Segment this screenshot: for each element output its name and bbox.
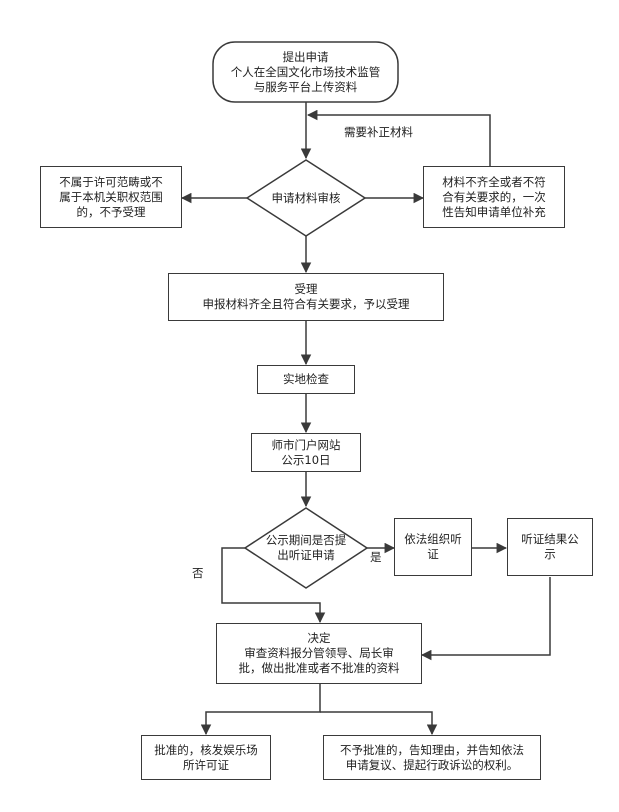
decision-line-2: 审查资料报分管领导、局长审 [244, 646, 394, 660]
hearing-result-box: 听证结果公 示 [507, 518, 593, 576]
publicize-line-1: 师市门户网站 [271, 437, 341, 452]
arrow-decision-to-deny [320, 711, 438, 736]
publicize-box: 师市门户网站 公示10日 [251, 433, 361, 472]
hearing-line-1: 依法组织听 [404, 532, 462, 546]
hearing-result-line-1: 听证结果公 [521, 532, 579, 546]
approve-line-2: 所许可证 [183, 757, 229, 772]
incomplete-box: 材料不齐全或者不符 合有关要求的，一次 性告知申请单位补充 [423, 166, 565, 228]
reject-box: 不属于许可范畴或不 属于本机关职权范围 的，不予受理 [40, 166, 182, 228]
accept-desc: 申报材料齐全且符合有关要求，予以受理 [202, 297, 410, 311]
decision-line-3: 批，做出批准或者不批准的资料 [238, 661, 400, 675]
reject-line-1: 不属于许可范畴或不 [59, 174, 163, 189]
hearing-question-line-1: 公示期间是否提 [265, 533, 347, 547]
hearing-line-2: 证 [427, 547, 439, 561]
decision-title: 决定 [307, 631, 331, 645]
inspect-label: 实地检查 [283, 372, 329, 386]
no-label: 否 [192, 566, 204, 580]
start-desc-2: 与服务平台上传资料 [253, 79, 358, 94]
start-title: 提出申请 [282, 49, 329, 64]
reject-line-3: 的，不予受理 [76, 204, 146, 219]
hearing-result-line-2: 示 [544, 547, 556, 561]
review-node: 申请材料审核 [247, 160, 365, 236]
start-desc-1: 个人在全国文化市场技术监管 [230, 64, 381, 79]
decision-box: 决定 审查资料报分管领导、局长审 批，做出批准或者不批准的资料 [216, 623, 422, 684]
approve-box: 批准的，核发娱乐场 所许可证 [141, 735, 271, 780]
yes-label: 是 [370, 550, 382, 564]
deny-line-1: 不予批准的，告知理由，并告知依法 [340, 742, 524, 757]
publicize-line-2: 公示10日 [281, 452, 331, 467]
incomplete-line-1: 材料不齐全或者不符 [442, 174, 546, 189]
inspect-box: 实地检查 [257, 365, 355, 394]
hearing-diamond-shape [243, 507, 369, 589]
arrow-decision-to-approve [200, 684, 321, 736]
incomplete-line-2: 合有关要求的，一次 [442, 189, 546, 204]
start-node: 提出申请 个人在全国文化市场技术监管 与服务平台上传资料 [213, 42, 398, 102]
arrow-supplement-loop [306, 109, 491, 166]
reject-line-2: 属于本机关职权范围 [59, 189, 163, 204]
hearing-question-node: 公示期间是否提 出听证申请 [245, 508, 367, 588]
hearing-box: 依法组织听 证 [394, 518, 472, 576]
hearing-question-line-2: 出听证申请 [277, 548, 335, 562]
arrow-result-to-decision [420, 577, 551, 661]
accept-title: 受理 [294, 282, 318, 296]
accept-box: 受理 申报材料齐全且符合有关要求，予以受理 [168, 273, 444, 321]
approve-line-1: 批准的，核发娱乐场 [154, 742, 258, 757]
incomplete-line-3: 性告知申请单位补充 [442, 204, 546, 219]
arrow-no-to-decision [221, 547, 326, 624]
deny-box: 不予批准的，告知理由，并告知依法 申请复议、提起行政诉讼的权利。 [323, 735, 541, 780]
deny-line-2: 申请复议、提起行政诉讼的权利。 [345, 757, 519, 772]
supplement-label: 需要补正材料 [344, 125, 413, 139]
review-label: 申请材料审核 [271, 190, 341, 205]
